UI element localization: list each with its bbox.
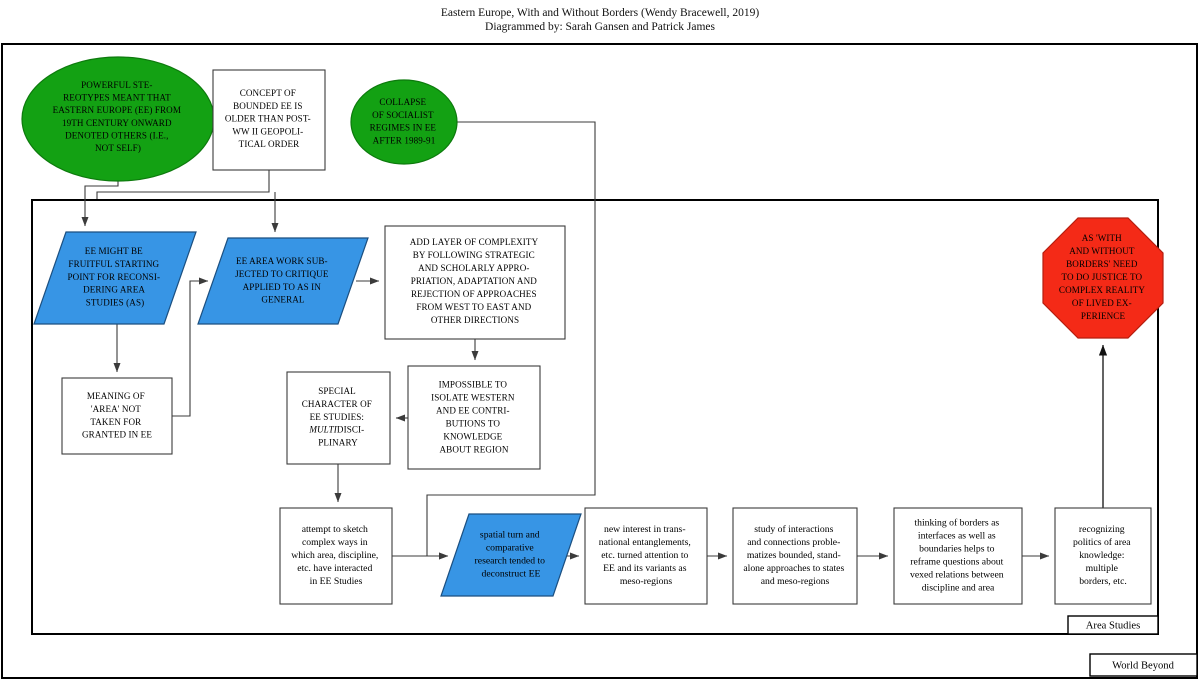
node-ee-area-work-critique[interactable]: EE AREA WORK SUB- JECTED TO CRITIQUE APP… <box>197 237 369 325</box>
container-label-area-studies: Area Studies <box>1067 615 1159 635</box>
node-meaning-of-area[interactable]: MEANING OF 'AREA' NOT TAKEN FOR GRANTED … <box>61 377 173 455</box>
node-label: SPECIAL CHARACTER OF EE STUDIES: MULTIDI… <box>302 386 375 448</box>
page-subtitle: Diagrammed by: Sarah Gansen and Patrick … <box>485 21 715 34</box>
node-new-interest-transnational[interactable]: new interest in trans- national entangle… <box>584 507 708 605</box>
connector-layer <box>81 115 1108 560</box>
node-label: IMPOSSIBLE TO ISOLATE WESTERN AND EE CON… <box>431 380 517 455</box>
node-study-of-interactions[interactable]: study of interactions and connections pr… <box>732 507 858 605</box>
area-studies-label: Area Studies <box>1086 620 1140 631</box>
node-label: ADD LAYER OF COMPLEXITY BY FOLLOWING STR… <box>410 237 541 325</box>
node-recognizing-politics[interactable]: recognizing politics of area knowledge: … <box>1054 507 1152 605</box>
node-label: MEANING OF 'AREA' NOT TAKEN FOR GRANTED … <box>82 391 152 440</box>
node-label: thinking of borders as interfaces as wel… <box>910 518 1006 594</box>
node-as-with-and-without-borders[interactable]: AS 'WITH AND WITHOUT BORDERS' NEED TO DO… <box>1042 217 1164 339</box>
edge-concept-trunk <box>96 170 270 199</box>
node-powerful-stereotypes[interactable]: POWERFUL STE- REOTYPES MEANT THAT EASTER… <box>21 56 215 182</box>
node-spatial-turn-deconstruct[interactable]: spatial turn and comparative research te… <box>440 513 582 597</box>
node-impossible-to-isolate[interactable]: IMPOSSIBLE TO ISOLATE WESTERN AND EE CON… <box>407 365 541 470</box>
node-attempt-to-sketch[interactable]: attempt to sketch complex ways in which … <box>279 507 393 605</box>
container-world-beyond <box>1 43 1198 679</box>
node-label: study of interactions and connections pr… <box>743 524 846 587</box>
node-add-layer-complexity[interactable]: ADD LAYER OF COMPLEXITY BY FOLLOWING STR… <box>384 225 566 340</box>
node-label: EE MIGHT BE FRUITFUL STARTING POINT FOR … <box>68 246 163 308</box>
node-label-multidisciplinary: MULTIDISCI- <box>308 425 366 435</box>
node-label: spatial turn and comparative research te… <box>475 530 548 580</box>
node-collapse-socialist-regimes[interactable]: COLLAPSE OF SOCIALIST REGIMES IN EE AFTE… <box>350 79 458 165</box>
node-label: attempt to sketch complex ways in which … <box>291 524 381 587</box>
node-concept-bounded-ee[interactable]: CONCEPT OF BOUNDED EE IS OLDER THAN POST… <box>212 69 326 171</box>
world-beyond-label: World Beyond <box>1112 660 1175 671</box>
node-label: CONCEPT OF BOUNDED EE IS OLDER THAN POST… <box>225 88 313 149</box>
node-ee-might-be-fruitful[interactable]: EE MIGHT BE FRUITFUL STARTING POINT FOR … <box>33 231 197 325</box>
edge-meaning-to-ee-area <box>172 277 209 417</box>
node-special-character-ee-studies[interactable]: SPECIAL CHARACTER OF EE STUDIES: MULTIDI… <box>286 371 391 465</box>
node-label: recognizing politics of area knowledge: … <box>1073 524 1133 587</box>
node-label: COLLAPSE OF SOCIALIST REGIMES IN EE AFTE… <box>370 97 439 145</box>
diagram-title-block: Eastern Europe, With and Without Borders… <box>0 6 1200 34</box>
container-label-world-beyond: World Beyond <box>1089 653 1198 677</box>
node-thinking-of-borders[interactable]: thinking of borders as interfaces as wel… <box>893 507 1023 605</box>
edge-stereotypes-to-ee-might <box>81 181 119 227</box>
page-title: Eastern Europe, With and Without Borders… <box>440 7 760 19</box>
node-label: new interest in trans- national entangle… <box>599 524 693 587</box>
node-label: AS 'WITH AND WITHOUT BORDERS' NEED TO DO… <box>1059 233 1147 321</box>
node-label: EE AREA WORK SUB- JECTED TO CRITIQUE APP… <box>235 256 331 305</box>
node-label: POWERFUL STE- REOTYPES MEANT THAT EASTER… <box>53 80 184 153</box>
